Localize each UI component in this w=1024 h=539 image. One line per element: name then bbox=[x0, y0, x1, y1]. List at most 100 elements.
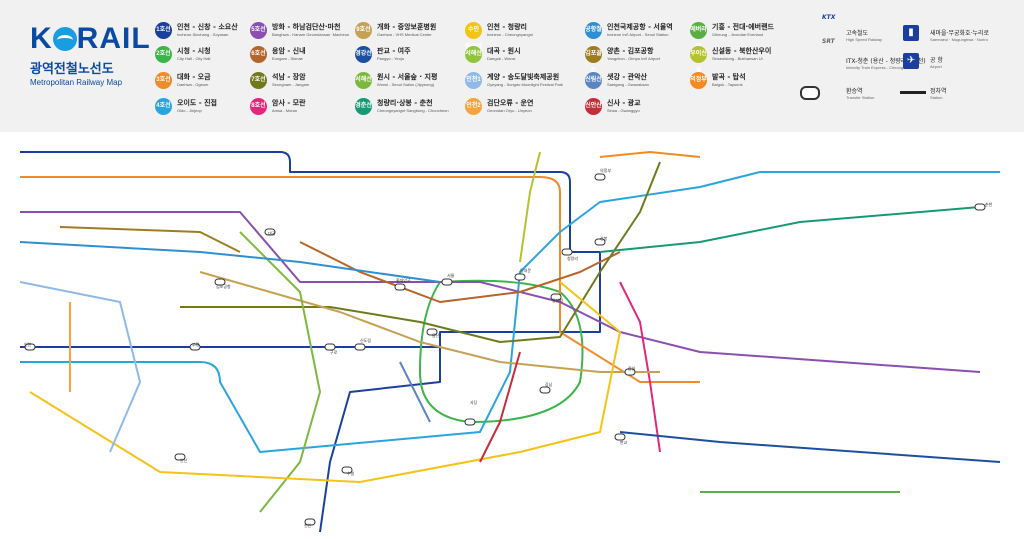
route-l9-9 bbox=[199, 271, 660, 373]
line-badge: 에버라인 bbox=[690, 22, 707, 50]
line-sub: Banghwa - Hanam Geomdansan ·Macheon bbox=[272, 32, 350, 37]
express-name: 새마을·무궁화호·누리로 bbox=[930, 30, 990, 37]
transfer-sub: Transfer Station bbox=[846, 95, 875, 100]
route-sh2-22 bbox=[479, 351, 521, 463]
station-labels: 서울 용산 청량리 수원 인천 김포공항 상봉 왕십리 사당 구로 대곡 판교 … bbox=[24, 167, 993, 528]
transfer-station-11[interactable] bbox=[614, 433, 626, 441]
transfer-station-6[interactable] bbox=[594, 238, 606, 246]
line-badge: 인천1 bbox=[465, 72, 482, 89]
route-ug-19 bbox=[599, 151, 701, 158]
transfer-station-12[interactable] bbox=[189, 343, 201, 351]
transfer-station-17[interactable] bbox=[514, 273, 526, 281]
route-l4-4 bbox=[20, 171, 1000, 453]
transfer-station-16[interactable] bbox=[394, 283, 406, 291]
route-l3-3 bbox=[20, 176, 700, 383]
label-bupyeong: 부평 bbox=[192, 341, 200, 347]
airport-sub: Airport bbox=[930, 64, 942, 69]
label-suwon: 수원 bbox=[347, 470, 355, 476]
transfer-station-7[interactable] bbox=[550, 293, 562, 301]
transfer-station-19[interactable] bbox=[174, 453, 186, 461]
route-sb-13 bbox=[29, 281, 621, 483]
route-l6-6 bbox=[299, 241, 621, 303]
label-sindorim: 신도림 bbox=[360, 337, 371, 343]
itx-name: ITX-청춘 (용산 - 청량리 - 춘천) bbox=[846, 58, 926, 65]
line-sub: Incheon-Sinchang - Soyosan bbox=[177, 32, 229, 37]
route-l2-2 bbox=[419, 279, 584, 423]
line-sub: Sinseoldong - Bukhansan Ui bbox=[712, 56, 763, 61]
express-legend: 새마을·무궁화호·누리로 Saemaeul · Mugunghwa · Nuri… bbox=[930, 28, 989, 42]
route-gc-12 bbox=[599, 206, 981, 253]
route-ui-18 bbox=[519, 151, 541, 263]
line-badge: 서해선 bbox=[355, 72, 372, 89]
line-name: 신사 - 광교 bbox=[607, 99, 641, 107]
route-sh-11 bbox=[239, 231, 321, 513]
airport-legend: 공 항 Airport bbox=[930, 55, 943, 69]
line-badge: 8호선 bbox=[250, 98, 267, 115]
transfer-station-14[interactable] bbox=[539, 386, 551, 394]
line-name: 양촌 - 김포공항 bbox=[607, 47, 654, 55]
airplane-icon: ✈ bbox=[903, 53, 919, 69]
transfer-station-5[interactable] bbox=[214, 278, 226, 286]
label-gangnam: 강남 bbox=[545, 381, 553, 387]
hsr-name: 고속철도 bbox=[846, 30, 869, 37]
line-badge: 7호선 bbox=[250, 72, 267, 89]
logo-circle-icon bbox=[52, 27, 77, 51]
line-name: 시청 - 시청 bbox=[177, 47, 211, 55]
line-name: 청량리·상봉 - 춘천 bbox=[377, 99, 433, 107]
line-sub: Oido - Jinjeop bbox=[177, 108, 202, 113]
line-name: 대곡 - 원시 bbox=[487, 47, 521, 55]
transfer-station-1[interactable] bbox=[426, 328, 438, 336]
line-badge: 의정부 bbox=[690, 72, 707, 89]
transfer-station-9[interactable] bbox=[324, 343, 336, 351]
label-hongdae: 홍대입구 bbox=[396, 277, 411, 283]
srt-symbol: SRT bbox=[822, 38, 835, 45]
line-sub: Cheongnyangni·Sangbong - Chuncheon bbox=[377, 108, 449, 113]
itx-legend: ITX-청춘 (용산 - 청량리 - 춘천) Intercity Train E… bbox=[822, 56, 926, 70]
transfer-station-0[interactable] bbox=[441, 278, 453, 286]
transfer-station-21[interactable] bbox=[974, 203, 986, 211]
line-badge: 1호선 bbox=[155, 22, 172, 39]
route-l8-8 bbox=[619, 281, 661, 453]
line-name: 대화 - 오금 bbox=[177, 73, 211, 81]
label-jamsil: 잠실 bbox=[628, 365, 636, 371]
route-map: 서울 용산 청량리 수원 인천 김포공항 상봉 왕십리 사당 구로 대곡 판교 … bbox=[19, 151, 1001, 533]
label-dongdaemun: 동대문 bbox=[520, 267, 531, 273]
label-cheongnyangni: 청량리 bbox=[567, 255, 578, 261]
line-badge: 경강선 bbox=[355, 46, 372, 63]
station-legend: 정차역 Station bbox=[930, 86, 947, 100]
transfer-station-13[interactable] bbox=[354, 343, 366, 351]
line-sub: Amsa - Moran bbox=[272, 108, 298, 113]
line-badge: 수인 분당선 bbox=[465, 22, 482, 50]
transfer-station-4[interactable] bbox=[24, 343, 36, 351]
transfer-station-10[interactable] bbox=[264, 228, 276, 236]
hsr-legend: 고속철도 High Speed Railway bbox=[846, 28, 882, 42]
line-sub: Pangyo - Yeoju bbox=[377, 56, 404, 61]
line-sub: Geomdan Oryu - Unyeon bbox=[487, 108, 532, 113]
line-sub: Daegok - Wonsi bbox=[487, 56, 516, 61]
transfer-station-3[interactable] bbox=[341, 466, 353, 474]
line-sub: Incheon Int'l Airport - Seoul Station bbox=[607, 32, 669, 37]
line-sub: City Hall - City Hall bbox=[177, 56, 211, 61]
transfer-station-20[interactable] bbox=[304, 518, 316, 526]
transfer-station-8[interactable] bbox=[464, 418, 476, 426]
line-name: 인천 - 신창 - 소요산 bbox=[177, 23, 238, 31]
line-badge: 6호선 bbox=[250, 46, 267, 63]
transfer-station-15[interactable] bbox=[624, 368, 636, 376]
label-uijeongbu: 의정부 bbox=[600, 167, 611, 173]
transfer-station-18[interactable] bbox=[594, 173, 606, 181]
line-sub: Seongnam - Jangam bbox=[272, 82, 310, 87]
label-pangyo: 판교 bbox=[620, 439, 628, 445]
line-badge: 신안산 bbox=[585, 98, 602, 115]
line-sub: Saetgang - Gwanaksan bbox=[607, 82, 649, 87]
transfer-station-2[interactable] bbox=[561, 248, 573, 256]
line-name: 발곡 - 탑석 bbox=[712, 73, 746, 81]
line-name: 암사 - 모란 bbox=[272, 99, 306, 107]
label-seoul: 서울 bbox=[447, 272, 455, 278]
line-badge: 서해선 bbox=[465, 46, 482, 63]
line-name: 인천국제공항 - 서울역 bbox=[607, 23, 673, 31]
line-badge: 공항철도 bbox=[585, 22, 602, 50]
line-sub: Daehwa - Ogeum bbox=[177, 82, 209, 87]
line-name: 판교 - 여주 bbox=[377, 47, 411, 55]
